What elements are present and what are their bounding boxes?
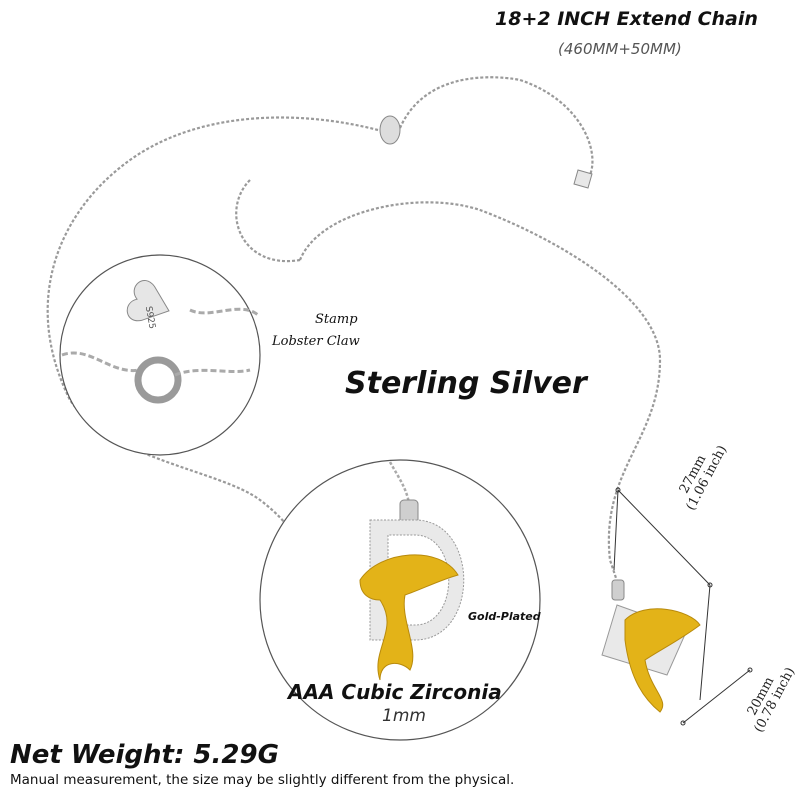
extender-tag [573, 169, 593, 189]
material-heading: Sterling Silver [345, 366, 587, 401]
lobster-claw-label: Lobster Claw [272, 334, 360, 349]
stone-label: AAA Cubic Zirconia [288, 680, 502, 704]
net-weight: Net Weight: 5.29G [10, 740, 279, 770]
pendant-small [601, 579, 701, 713]
heart-tag-icon: S925 [126, 280, 170, 330]
stamp-label: Stamp [315, 312, 358, 327]
measurement-disclaimer: Manual measurement, the size may be slig… [10, 772, 515, 788]
lobster-clasp [379, 115, 401, 145]
lobster-claw-icon [134, 356, 182, 404]
pendant-large [359, 499, 465, 681]
stone-size: 1mm [382, 706, 426, 726]
detail-circle [59, 254, 261, 456]
chain-right [298, 201, 662, 591]
chain-length-metric: (460MM+50MM) [558, 40, 682, 58]
dimension-lines [613, 487, 753, 726]
chain-inner [235, 179, 301, 263]
extender-chain [398, 76, 594, 176]
svg-text:S925: S925 [143, 306, 157, 330]
chain-left [46, 116, 379, 601]
chain-length-title: 18+2 INCH Extend Chain [495, 8, 758, 30]
gold-plated-label: Gold-Plated [468, 610, 541, 623]
